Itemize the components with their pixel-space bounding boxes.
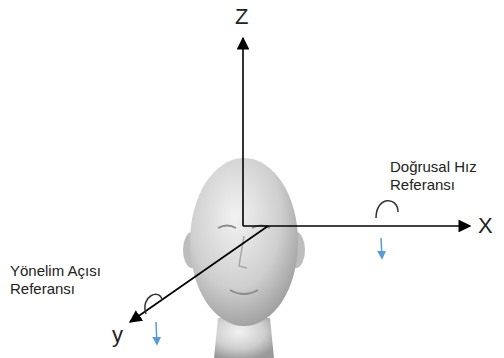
reference-label: Doğrusal Hız Referansı xyxy=(390,158,490,194)
rotation-arrows xyxy=(145,201,398,344)
head xyxy=(183,158,305,358)
axis-label: y xyxy=(112,322,123,348)
axis-label: Z xyxy=(235,4,248,30)
reference-label: Yönelim Açısı Referansı xyxy=(10,262,110,298)
axis-label: X xyxy=(478,213,493,239)
